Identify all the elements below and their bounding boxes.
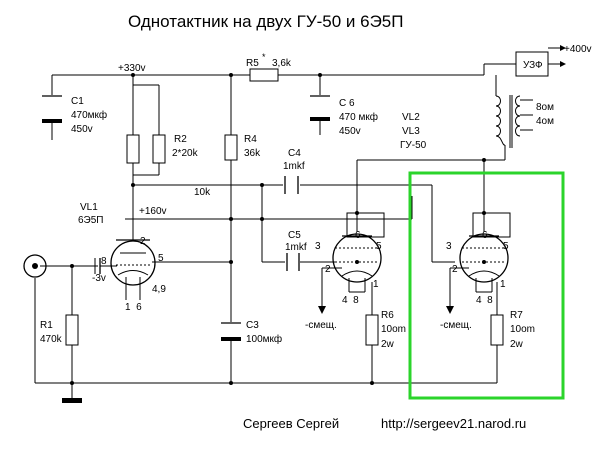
r7-wattage: 2w [510,339,524,350]
c3-name: C3 [246,320,259,331]
resistor-r6 [365,314,379,346]
r6-name: R6 [381,310,394,321]
r4-name: R4 [244,134,257,145]
vl3-pin-2: 2 [452,264,458,275]
r7-name: R7 [510,310,523,321]
tube-vl3 [450,233,509,293]
tap-8ohm-label: 8ом [536,102,554,113]
vl2-pin-48: 4 8 [342,295,359,306]
c5-name: C5 [288,230,301,241]
capacitor-c5 [286,253,300,271]
r1-value: 470k [40,334,63,345]
resistor-r2b [152,134,166,164]
vl2-pin-3: 3 [315,241,321,252]
r6-value: 10om [381,324,406,335]
c1-value: 470мкф [71,109,107,121]
r5-star: * [262,52,266,62]
bias-arrow-icon [318,306,326,314]
r5-name: R5 [246,58,259,69]
resistor-r5 [249,68,279,82]
junction-dots [70,73,486,385]
tube-vl1 [110,239,156,300]
c1-voltage: 450v [71,124,93,135]
neg3v-label: -3v [92,273,106,284]
rail-400-label: +400v [564,44,592,55]
tube-vl2 [322,233,382,293]
vl3-bias-label: -смещ. [440,320,472,331]
tap-4ohm-label: 4ом [536,116,554,127]
c6-voltage: 450v [339,126,361,137]
vl2-pin-1: 1 [373,279,379,290]
c6-name: C 6 [339,98,355,109]
vl3-pin-6: 6 [482,230,488,241]
c6-value: 470 мкф [339,111,378,123]
c5-value: 1mkf [285,242,307,253]
wires [34,47,560,398]
vl3-pin-48: 4 8 [476,295,493,306]
vl23-type: ГУ-50 [400,140,427,151]
r2-value: 2*20k [172,148,199,159]
capacitor-c1 [42,95,62,123]
vl1-type: 6Э5П [78,215,104,226]
vl1-pin-8: 8 [101,256,107,267]
resistor-r4 [224,134,238,161]
vl1-pin-16: 1 6 [125,302,142,313]
bias-arrow-icon [446,306,454,314]
r4-value: 36k [244,148,261,159]
r2-name: R2 [174,134,187,145]
uzf-label: УЗФ [523,60,543,71]
output-transformer [495,95,521,148]
rail-330-label: +330v [118,63,146,74]
vl1-name: VL1 [80,202,98,213]
input-jack-icon [23,254,101,278]
c4-value: 1mkf [283,161,305,172]
vl3-pin-5: 5 [503,241,509,252]
ground-symbol [62,398,82,403]
highlight-box [408,171,565,400]
vl2-pin-2: 2 [325,264,331,275]
resistor-r7 [490,314,504,346]
author-label: Сергеев Сергей [243,416,339,431]
capacitor-c6 [310,95,330,135]
page-title: Однотактник на двух ГУ-50 и 6Э5П [128,12,403,31]
r7-value: 10om [510,324,535,335]
rail-160-label: +160v [139,206,167,217]
capacitor-c4 [284,176,299,194]
vl3-name: VL3 [402,126,420,137]
uzf-box [515,51,549,77]
vl1-pin-2: 2 [140,236,146,247]
capacitor-c3 [221,322,241,341]
r6-wattage: 2w [381,339,395,350]
r5-value: 3,6k [272,58,292,69]
vl2-pin-5: 5 [376,241,382,252]
vl3-pin-3: 3 [446,241,452,252]
vl3-pin-1: 1 [500,279,506,290]
vl1-pin-5: 5 [158,253,164,264]
r1-name: R1 [40,320,53,331]
vl2-name: VL2 [402,112,420,123]
site-url-link[interactable]: http://sergeev21.narod.ru [381,416,526,431]
resistor-r2a [126,134,140,164]
c4-name: C4 [288,148,301,159]
c3-value: 100мкф [246,333,282,345]
vl2-pin-6: 6 [355,230,361,241]
resistor-10k-label: 10k [194,187,211,198]
resistor-r1 [65,314,79,346]
c1-name: C1 [71,96,84,107]
vl1-pin-49: 4,9 [152,284,166,295]
vl2-bias-label: -смещ. [305,320,337,331]
